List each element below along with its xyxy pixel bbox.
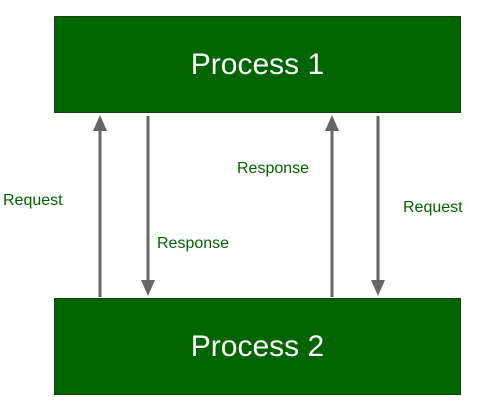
right-request-label: Request	[403, 199, 463, 216]
arrow-left-down-head	[141, 280, 155, 296]
arrow-left-up-head	[93, 115, 107, 131]
process-2-label: Process 2	[190, 329, 325, 363]
left-request-label: Request	[3, 192, 63, 209]
left-response-label: Response	[157, 235, 230, 252]
process-1-label: Process 1	[190, 47, 325, 81]
arrow-right-up-head	[325, 115, 339, 131]
arrow-right-down-head	[371, 280, 385, 296]
right-response-label: Response	[237, 160, 310, 177]
process-2-box: Process 2	[54, 298, 461, 395]
process-1-box: Process 1	[54, 16, 461, 113]
